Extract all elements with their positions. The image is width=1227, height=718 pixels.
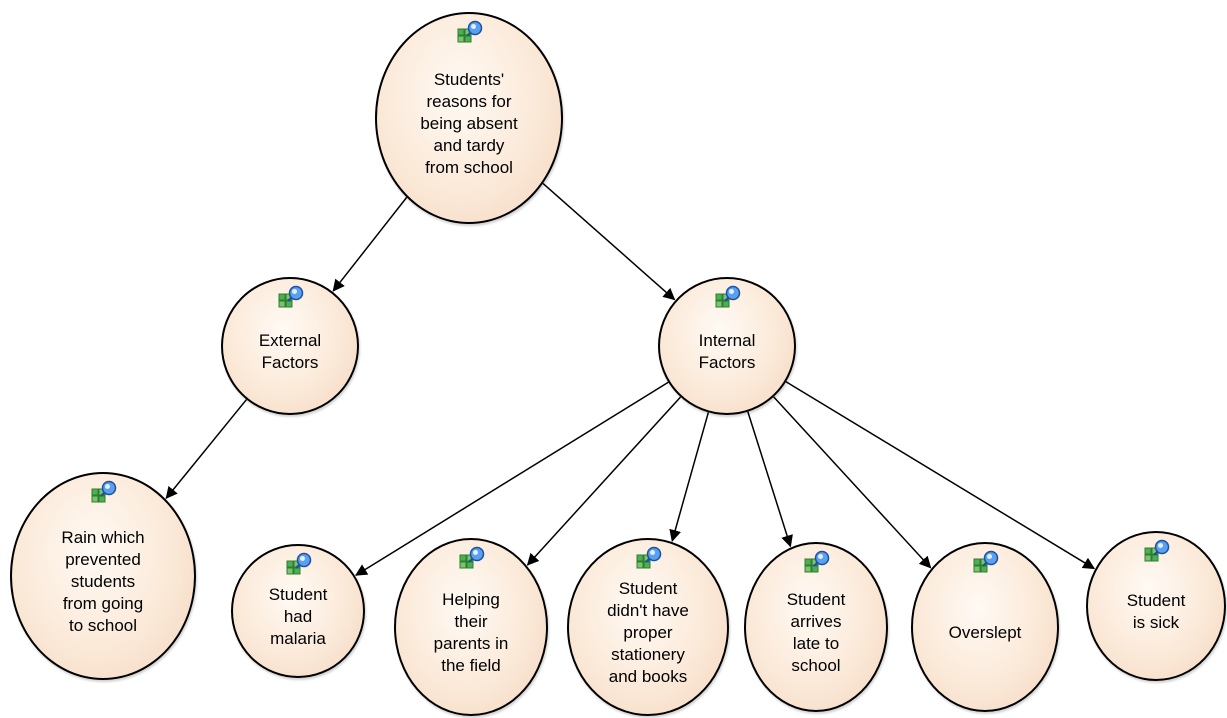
edge-internal-to-stationery [669, 412, 710, 542]
node-property-icon[interactable] [457, 20, 485, 46]
node-rain[interactable] [10, 472, 196, 680]
node-root[interactable] [375, 12, 563, 224]
node-label-internal: Internal Factors [698, 331, 756, 372]
node-property-icon[interactable] [91, 480, 119, 506]
node-label-root: Students' reasons for being absent and t… [420, 70, 518, 177]
node-label-sick: Student is sick [1126, 591, 1186, 632]
node-property-icon[interactable] [715, 285, 743, 311]
node-property-icon[interactable] [278, 285, 306, 311]
edge-root-to-external [332, 196, 408, 292]
edge-external-to-rain [165, 399, 248, 500]
node-label-malaria: Student had malaria [268, 585, 328, 648]
edge-root-to-internal [542, 182, 676, 301]
edge-internal-to-malaria [355, 381, 669, 576]
edge-internal-to-overslept [773, 396, 932, 569]
node-property-icon[interactable] [636, 546, 664, 572]
node-malaria[interactable] [231, 544, 365, 678]
edge-internal-to-late [747, 411, 793, 548]
edge-internal-to-sick [785, 381, 1096, 570]
node-label-stationery: Student didn't have proper stationery an… [607, 579, 689, 686]
edge-internal-to-helping [526, 396, 682, 566]
node-label-overslept: Overslept [948, 623, 1022, 642]
node-property-icon[interactable] [1144, 539, 1172, 565]
node-label-rain: Rain which prevented students from going… [61, 528, 145, 635]
node-label-external: External Factors [258, 331, 322, 372]
node-property-icon[interactable] [286, 552, 314, 578]
node-property-icon[interactable] [459, 546, 487, 572]
node-property-icon[interactable] [973, 550, 1001, 576]
node-property-icon[interactable] [804, 550, 832, 576]
node-label-helping: Helping their parents in the field [433, 590, 509, 675]
node-label-late: Student arrives late to school [786, 590, 846, 675]
